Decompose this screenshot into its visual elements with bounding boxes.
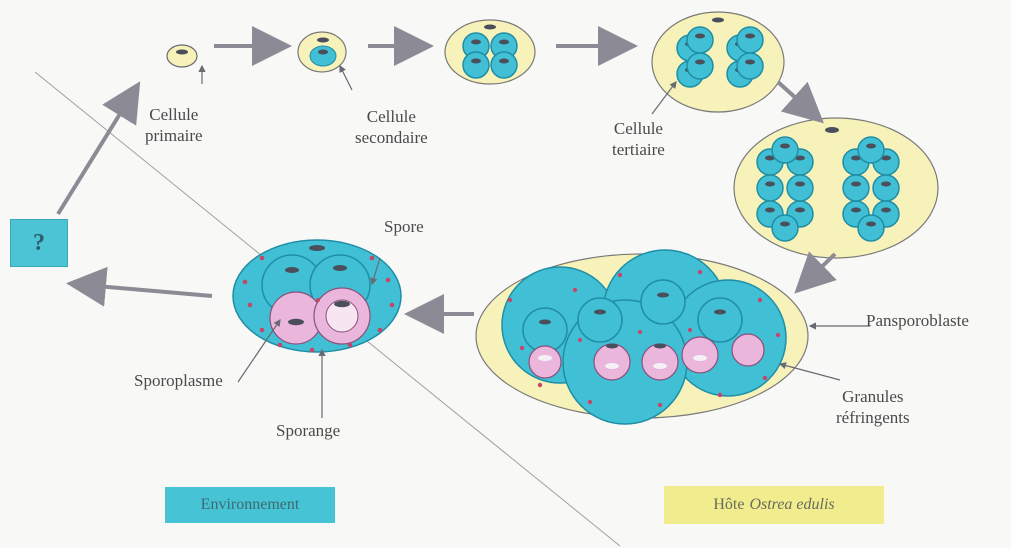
host-legend-prefix: Hôte xyxy=(713,496,744,514)
four-cell-stage xyxy=(445,20,535,84)
secondary-cell xyxy=(298,32,346,72)
label-sporoplasme: Sporoplasme xyxy=(134,370,223,391)
label-cellule-primaire: Cellule primaire xyxy=(145,104,203,146)
sixteen-cell-stage xyxy=(734,118,938,258)
label-sporange: Sporange xyxy=(276,420,340,441)
label-cellule-tertiaire: Cellule tertiaire xyxy=(612,118,665,160)
primary-cell xyxy=(167,45,197,67)
environment-legend: Environnement xyxy=(165,487,335,523)
sporangium xyxy=(233,240,401,352)
host-legend-species: Ostrea edulis xyxy=(749,496,834,514)
label-granules-refringents: Granules réfringents xyxy=(836,386,910,428)
tertiary-cell xyxy=(652,12,784,112)
environment-legend-label: Environnement xyxy=(201,496,300,514)
unknown-stage-box: ? xyxy=(10,219,68,267)
pansporoblast xyxy=(476,250,808,424)
label-pansporoblaste: Pansporoblaste xyxy=(866,310,969,331)
host-legend: Hôte Ostrea edulis xyxy=(664,486,884,524)
label-spore: Spore xyxy=(384,216,424,237)
label-cellule-secondaire: Cellule secondaire xyxy=(355,106,428,148)
